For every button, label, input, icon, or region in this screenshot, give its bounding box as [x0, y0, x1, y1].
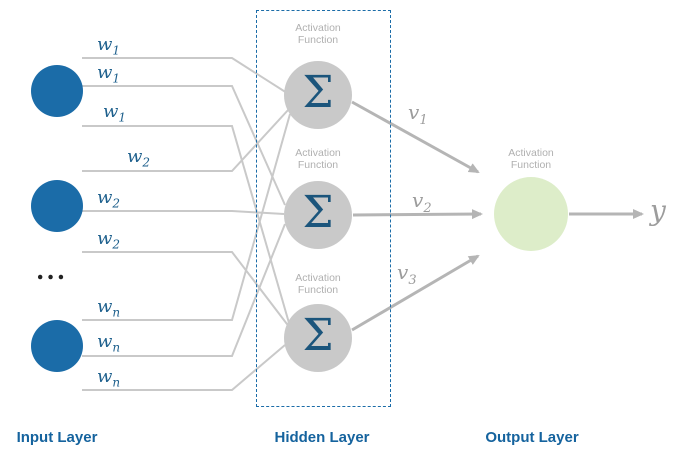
weight-sub: n: [112, 340, 121, 355]
weight-label-w2: w2: [97, 228, 120, 252]
weight-sub: 1: [112, 43, 121, 58]
v-sub: 2: [423, 201, 432, 216]
v-base: v: [412, 188, 424, 212]
hidden-layer-label: Hidden Layer: [274, 429, 370, 446]
input-node-n: [31, 320, 83, 372]
activation-line1: Activation: [295, 272, 341, 284]
sigma-symbol: Σ: [302, 187, 334, 238]
hidden-node-1: Σ: [284, 61, 352, 129]
connection-line: [82, 113, 291, 321]
weight-label-w1: w1: [97, 62, 120, 86]
connection-line: [82, 57, 288, 94]
activation-function-label: Activation Function: [278, 272, 358, 296]
input-layer-label: Input Layer: [16, 429, 98, 446]
output-y-label: y: [650, 194, 666, 227]
hidden-to-output-arrow: [352, 209, 483, 220]
v-base: v: [408, 100, 420, 124]
hidden-node-3: Σ: [284, 304, 352, 372]
sigma-symbol: Σ: [302, 67, 334, 118]
weight-sub: 2: [112, 196, 121, 211]
activation-function-label: Activation Function: [278, 22, 358, 46]
output-node: [494, 177, 568, 251]
weight-base: w: [97, 296, 113, 317]
hidden-node-2: Σ: [284, 181, 352, 249]
v-label-2: v2: [412, 188, 432, 216]
sigma-symbol: Σ: [302, 310, 334, 361]
weight-label-w1: w1: [103, 101, 126, 125]
weight-sub: 1: [118, 110, 127, 125]
activation-line1: Activation: [295, 147, 341, 159]
weight-label-w2: w2: [97, 187, 120, 211]
weight-base: w: [97, 62, 113, 83]
weight-sub: 2: [112, 237, 121, 252]
weight-base: w: [103, 101, 119, 122]
weight-label-w2: w2: [127, 146, 150, 170]
activation-line1: Activation: [508, 147, 554, 159]
activation-function-label: Activation Function: [491, 147, 571, 171]
weight-sub: n: [112, 305, 121, 320]
connection-line: [82, 85, 286, 206]
connection-line: [82, 210, 285, 215]
weight-label-wn: wn: [97, 366, 120, 390]
input-node-2: [31, 180, 83, 232]
weight-label-w1: w1: [97, 34, 120, 58]
activation-function-label: Activation Function: [278, 147, 358, 171]
weight-sub: n: [112, 375, 121, 390]
connection-line: [82, 108, 290, 172]
weight-label-wn: wn: [97, 331, 120, 355]
activation-line2: Function: [297, 284, 339, 296]
connection-line: [82, 251, 291, 329]
hidden-to-output-arrow: [351, 100, 480, 174]
weight-sub: 1: [112, 71, 121, 86]
v-label-3: v3: [397, 260, 417, 288]
activation-line1: Activation: [295, 22, 341, 34]
connection-line: [82, 125, 290, 324]
weight-base: w: [97, 366, 113, 387]
v-sub: 1: [419, 113, 428, 128]
weight-sub: 2: [142, 155, 151, 170]
weight-base: w: [97, 187, 113, 208]
connection-line: [82, 344, 286, 391]
v-base: v: [397, 260, 409, 284]
output-layer-label: Output Layer: [485, 429, 579, 446]
activation-line2: Function: [297, 34, 339, 46]
weight-base: w: [127, 146, 143, 167]
weight-base: w: [97, 34, 113, 55]
connection-line: [82, 223, 286, 357]
input-node-1: [31, 65, 83, 117]
hidden-to-output-arrow: [351, 254, 480, 332]
weight-base: w: [97, 228, 113, 249]
v-label-1: v1: [408, 100, 428, 128]
input-ellipsis: ...: [36, 256, 68, 285]
v-sub: 3: [408, 273, 417, 288]
hidden-layer-box: [256, 10, 391, 407]
activation-line2: Function: [510, 159, 552, 171]
weight-label-wn: wn: [97, 296, 120, 320]
weight-base: w: [97, 331, 113, 352]
activation-line2: Function: [297, 159, 339, 171]
